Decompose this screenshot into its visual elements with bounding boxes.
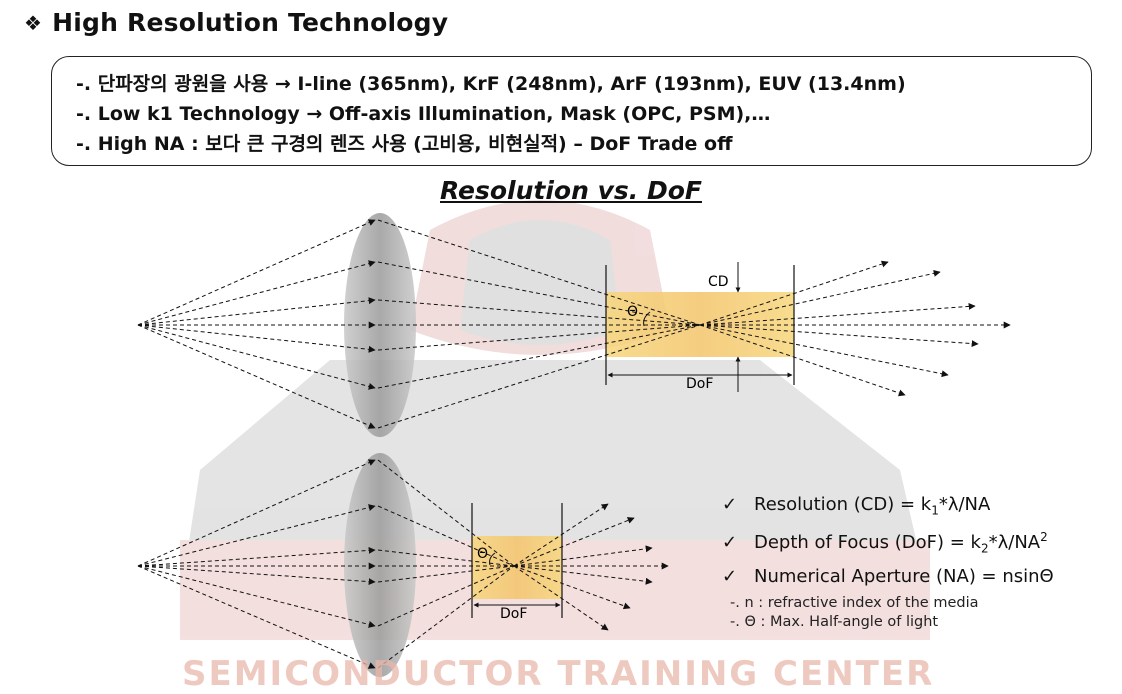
top-diverging-ray: [699, 324, 979, 348]
watermark-text: SEMICONDUCTOR TRAINING CENTER: [182, 654, 935, 694]
formula-dof-text: Depth of Focus (DoF) = k: [754, 532, 981, 553]
bottom-converging-ray: [377, 549, 515, 567]
bottom-diverging-ray: [513, 565, 609, 631]
bottom-converging-ray: [377, 505, 515, 567]
top-converging-ray: [377, 324, 701, 389]
summary-line-low-k1: -. Low k1 Technology → Off-axis Illumina…: [76, 103, 771, 125]
summary-line-high-na: -. High NA : 보다 큰 구경의 렌즈 사용 (고비용, 비현실적) …: [76, 133, 733, 155]
top-converging-ray: [377, 324, 701, 429]
bottom-diverging-ray: [513, 565, 653, 585]
notes: -. n : refractive index of the media -. …: [730, 594, 979, 632]
top-diverging-ray: [699, 269, 941, 326]
top-incident-ray: [137, 219, 376, 326]
bottom-converging-ray: [377, 459, 515, 567]
page-title-text: High Resolution Technology: [52, 8, 449, 37]
bottom-converging-ray: [377, 565, 515, 583]
top-incident-ray: [137, 324, 376, 390]
top-diverging-ray: [699, 302, 976, 326]
bottom-optics: [137, 453, 669, 677]
bottom-converging-ray: [377, 565, 515, 669]
top-incident-ray: [137, 297, 376, 326]
note-n: -. n : refractive index of the media: [730, 595, 979, 611]
check-icon: ✓: [722, 532, 738, 553]
formula-na-text: Numerical Aperture (NA) = nsinΘ: [754, 566, 1054, 587]
formula-resolution-suffix: *λ/NA: [938, 494, 991, 515]
bottom-incident-ray: [137, 565, 376, 586]
top-converging-ray: [377, 324, 701, 351]
top-diverging-ray: [699, 324, 949, 378]
top-cd-label: CD: [708, 274, 729, 290]
diamond-bullet-icon: ❖: [24, 10, 43, 35]
note-theta: -. Θ : Max. Half-angle of light: [730, 614, 939, 630]
top-converging-ray: [377, 261, 701, 326]
bottom-diverging-ray: [513, 503, 609, 567]
bottom-lens: [344, 453, 416, 677]
top-incident-ray: [137, 324, 376, 429]
top-incident-ray: [137, 260, 376, 326]
formula-resolution-text: Resolution (CD) = k: [754, 494, 932, 515]
top-diverging-ray: [699, 324, 906, 397]
formula-list: ✓ Resolution (CD) = k1*λ/NA ✓ Depth of F…: [722, 494, 1054, 602]
page-title: ❖ High Resolution Technology: [24, 8, 448, 37]
check-icon: ✓: [722, 566, 738, 587]
top-converging-ray: [377, 219, 701, 326]
bottom-incident-ray: [137, 504, 376, 567]
top-dof-label: DoF: [686, 376, 713, 392]
bottom-incident-ray: [137, 546, 376, 567]
formula-resolution-sub: 1: [931, 503, 939, 518]
bottom-diverging-ray: [513, 545, 653, 567]
bottom-incident-ray: [137, 565, 376, 628]
diagram-subtitle: Resolution vs. DoF: [440, 176, 702, 205]
top-diverging-ray: [699, 260, 889, 326]
top-converging-ray: [377, 299, 701, 326]
bottom-theta-label: Θ: [477, 546, 488, 562]
bottom-diverging-ray: [513, 517, 635, 567]
bottom-incident-ray: [137, 565, 376, 669]
top-incident-ray: [137, 324, 376, 353]
formula-na: ✓ Numerical Aperture (NA) = nsinΘ: [722, 566, 1054, 602]
formula-dof-sub: 2: [980, 541, 989, 556]
formula-dof-suffix: *λ/NA: [988, 532, 1041, 553]
top-optics: [137, 213, 1011, 437]
top-theta-label: Θ: [627, 304, 638, 320]
bottom-converging-ray: [377, 565, 515, 627]
summary-line-wavelength: -. 단파장의 광원을 사용 → I-line (365nm), KrF (24…: [76, 73, 906, 95]
formula-dof: ✓ Depth of Focus (DoF) = k2*λ/NA2: [722, 530, 1054, 566]
summary-box: -. 단파장의 광원을 사용 → I-line (365nm), KrF (24…: [51, 56, 1092, 166]
bottom-dof-label: DoF: [500, 606, 527, 622]
formula-resolution: ✓ Resolution (CD) = k1*λ/NA: [722, 494, 1054, 530]
formula-dof-sup: 2: [1040, 530, 1048, 544]
bottom-incident-ray: [137, 459, 376, 567]
check-icon: ✓: [722, 494, 738, 515]
